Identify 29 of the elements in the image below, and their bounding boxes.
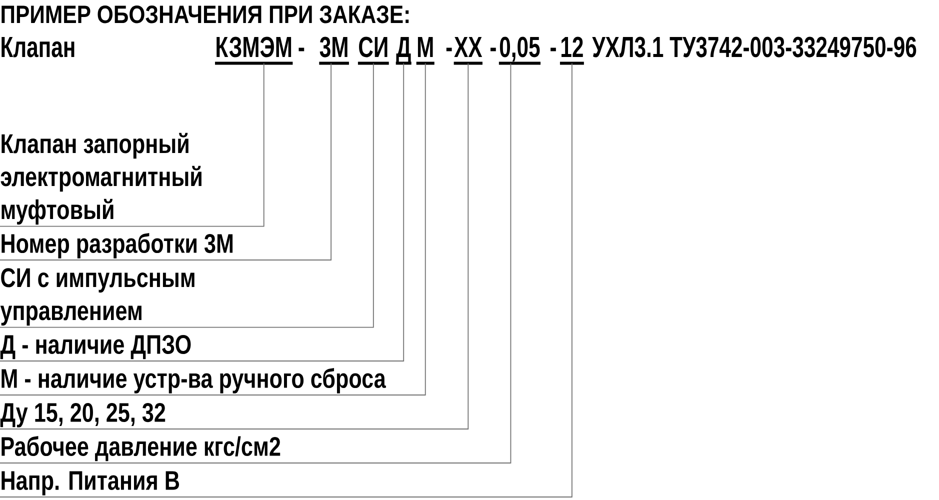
underlined-code: 3М xyxy=(319,36,349,65)
code-text: - xyxy=(550,48,556,52)
description-text: Ду 15, 20, 25, 32 xyxy=(0,402,166,428)
description-text: М - наличие устр-ва ручного сброса xyxy=(2,368,386,394)
description-text: СИ с импульсным управлением xyxy=(0,268,194,326)
underlined-code: 12 xyxy=(560,36,584,65)
underlined-code: 0,05 xyxy=(498,36,541,65)
description-text: Номер разработки 3М xyxy=(2,232,233,258)
leader-line xyxy=(0,62,572,498)
underlined-code: М xyxy=(416,37,434,65)
leader-line xyxy=(0,62,374,328)
code-text: - xyxy=(298,48,304,52)
description-text: Клапан запорный электромагнитный муфтовый xyxy=(0,132,202,225)
description-text: Напр. Питания В xyxy=(2,471,179,496)
underlined-code: Д xyxy=(396,37,412,65)
description-text: Д - наличие ДПЗО xyxy=(0,334,191,360)
underlined-code: СИ xyxy=(358,36,389,65)
leader-line xyxy=(0,62,332,260)
text-label: Клапан xyxy=(2,37,74,58)
leader-line xyxy=(0,62,469,430)
underlined-code: КЗМЭМ xyxy=(215,36,293,65)
leader-line xyxy=(0,62,264,227)
code-text: УХЛ3.1 ТУ3742-003-33249750-96 xyxy=(592,36,916,58)
description-text: Рабочее давление кгс/см2 xyxy=(2,436,280,462)
title: ПРИМЕР ОБОЗНАЧЕНИЯ ПРИ ЗАКАЗЕ: xyxy=(2,6,409,24)
code-text: - xyxy=(490,48,496,52)
underlined-code: ХХ xyxy=(454,37,482,65)
code-text: - xyxy=(446,48,452,52)
leader-line xyxy=(0,62,512,464)
